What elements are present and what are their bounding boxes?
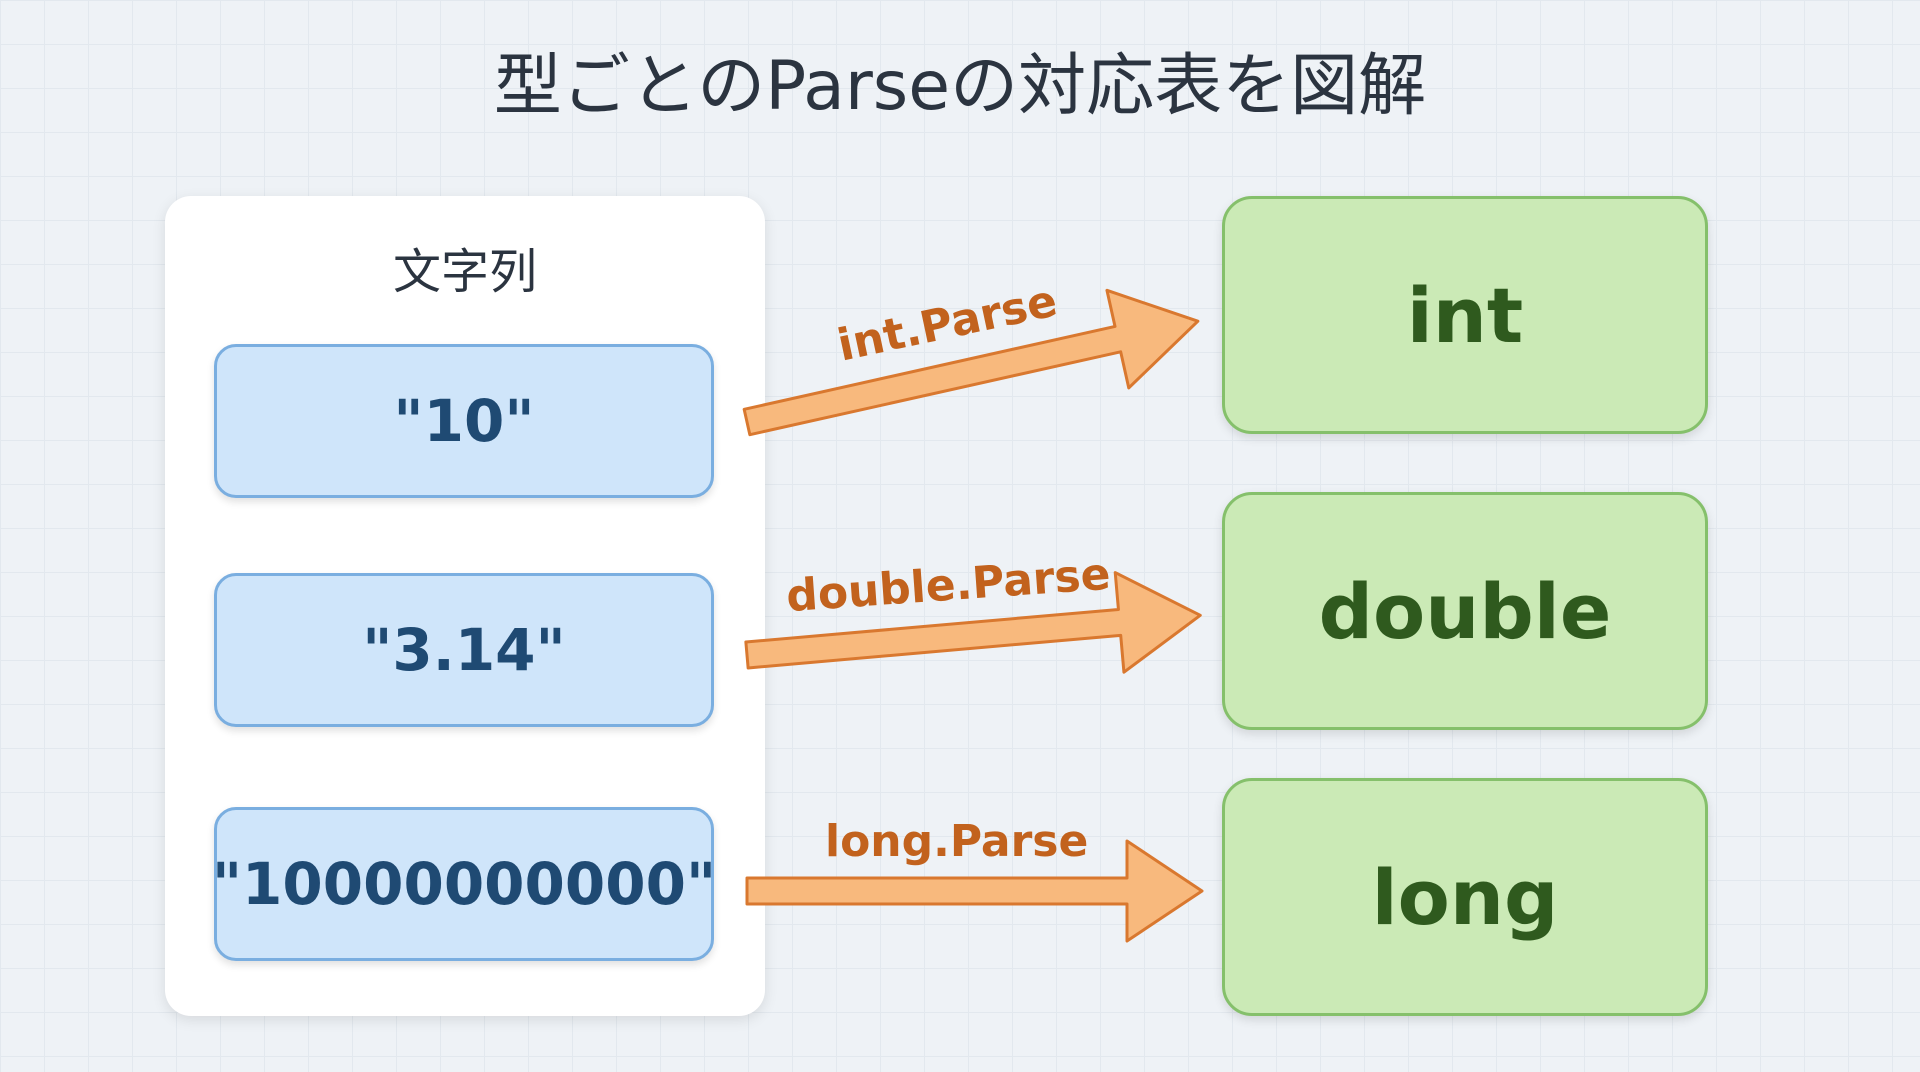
string-box-10: "10" <box>214 344 714 498</box>
type-box-int: int <box>1222 196 1708 434</box>
arrow-int <box>742 288 1200 437</box>
type-box-double: double <box>1222 492 1708 730</box>
string-box-3-14: "3.14" <box>214 573 714 727</box>
string-box-10000000000: "10000000000" <box>212 807 716 961</box>
page-title: 型ごとのParseの対応表を図解 <box>493 47 1427 126</box>
strings-panel-title: 文字列 <box>392 244 537 300</box>
type-box-long: long <box>1222 778 1708 1016</box>
arrow-long <box>745 839 1204 943</box>
strings-panel: 文字列 "10" "3.14" "10000000000" <box>165 196 765 1016</box>
label-long-parse: long.Parse <box>825 816 1089 867</box>
arrow-double <box>744 571 1202 674</box>
